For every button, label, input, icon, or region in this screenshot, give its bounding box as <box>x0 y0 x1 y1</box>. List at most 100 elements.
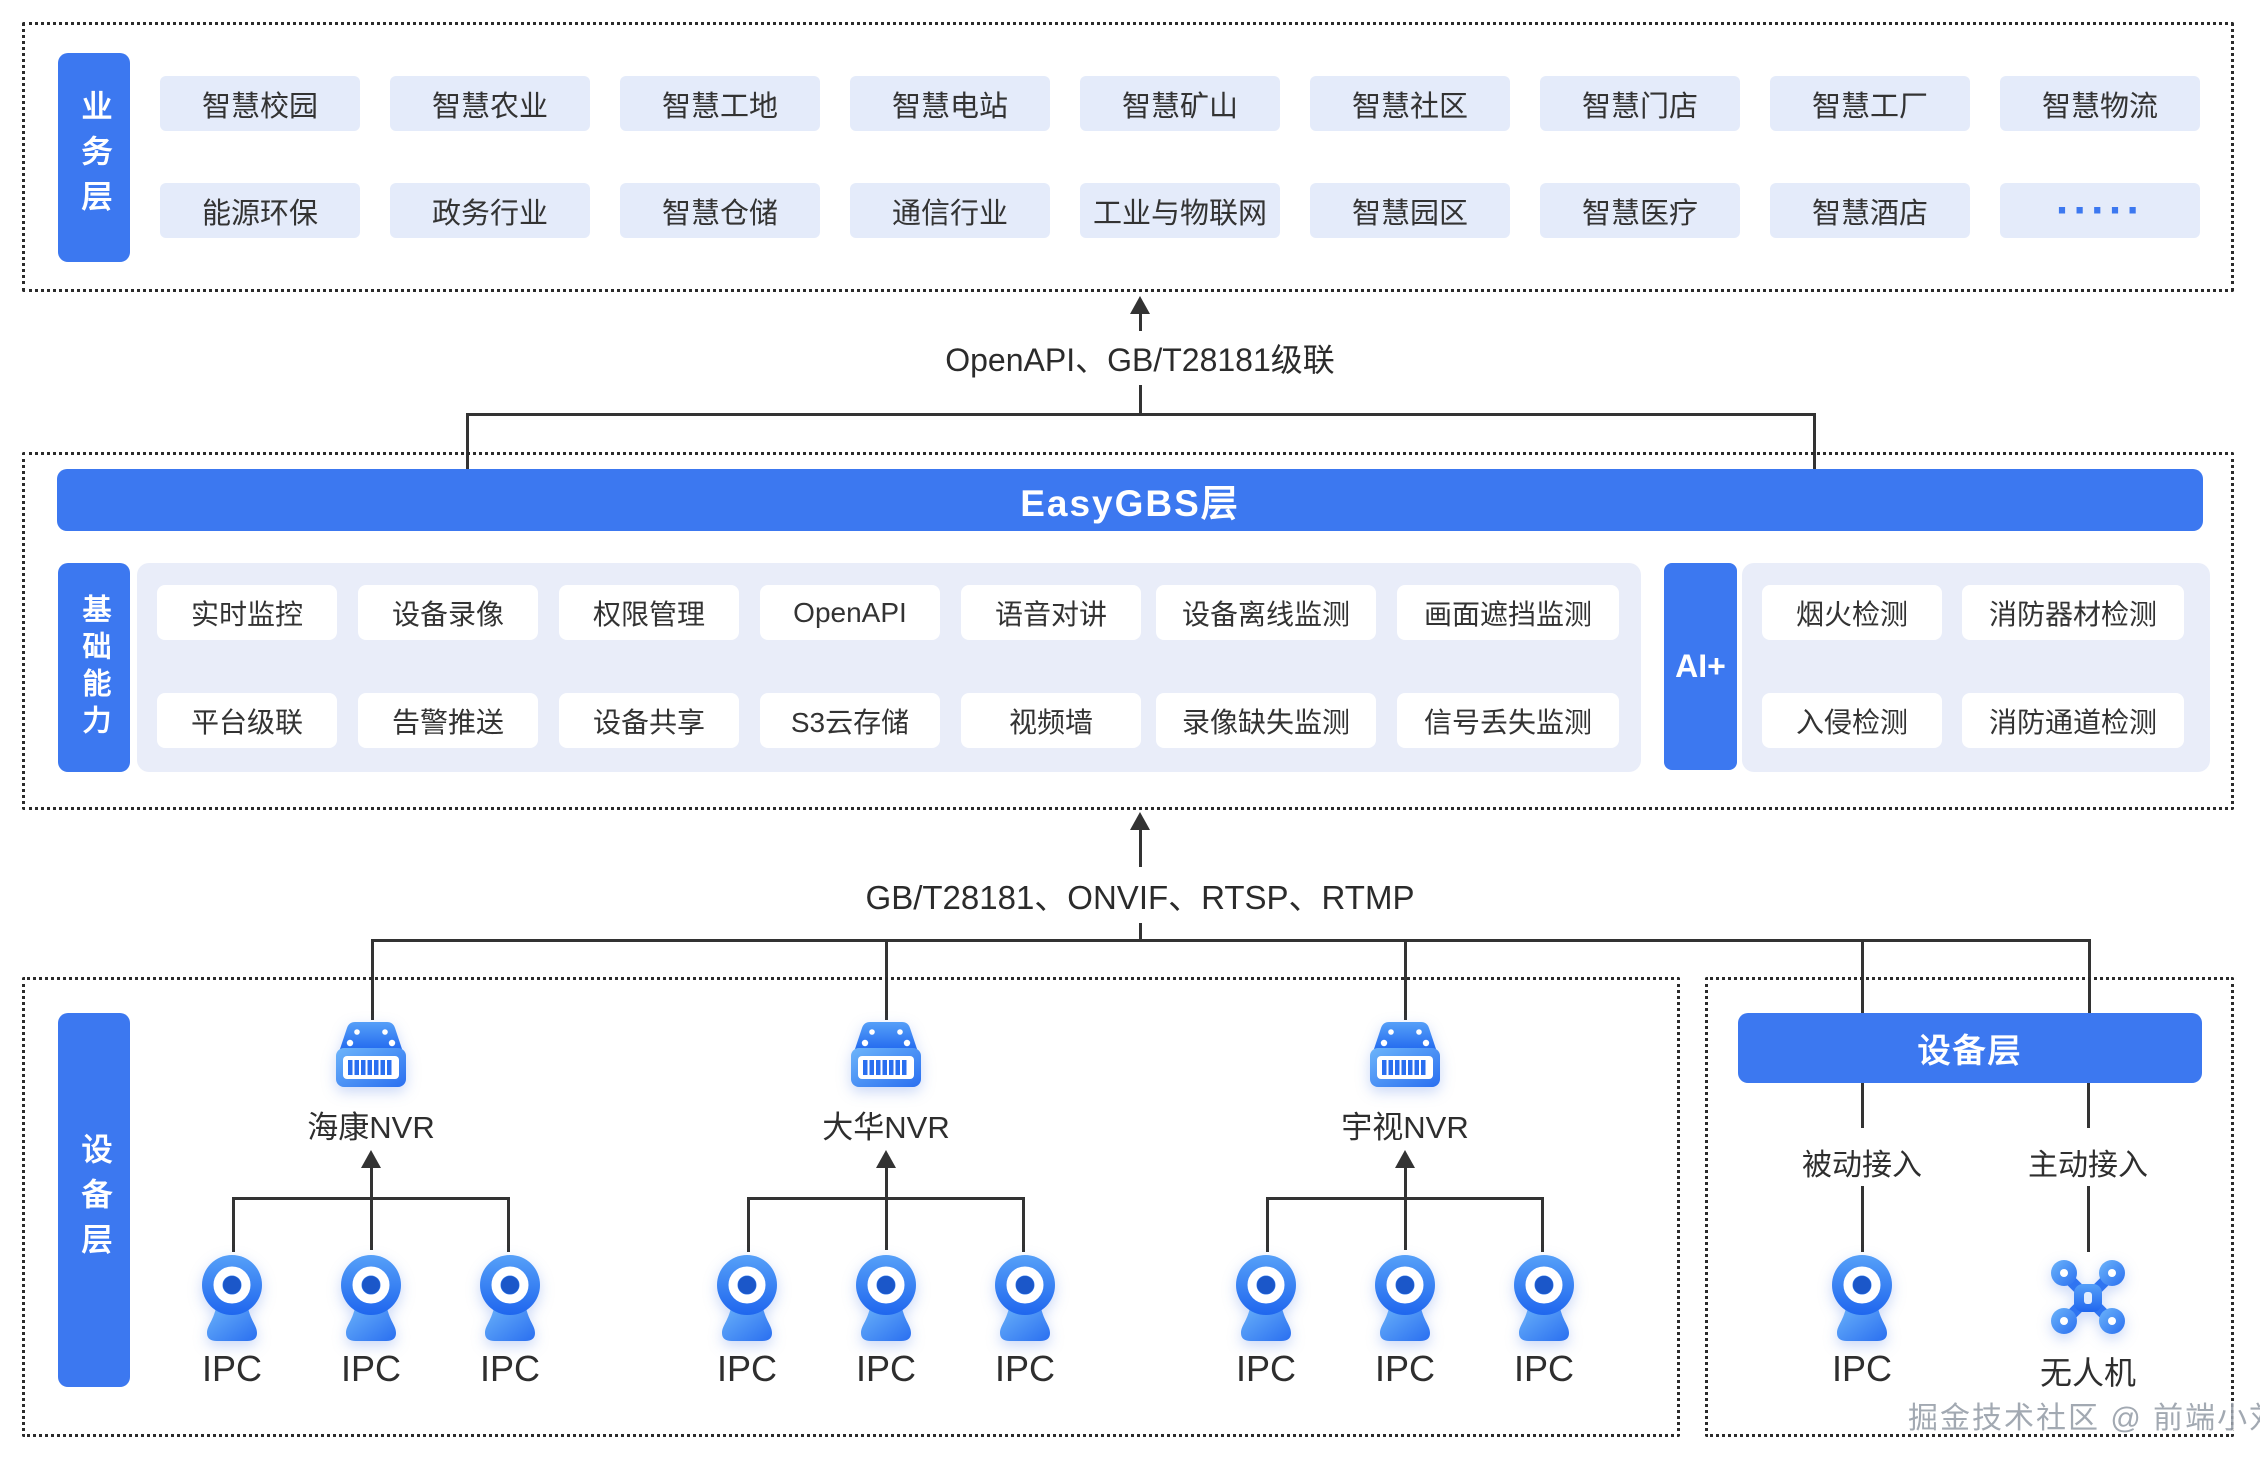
ai-capability-chip: 消防通道检测 <box>1962 693 2184 748</box>
protocol-label-top: OpenAPI、GB/T28181级联 <box>927 331 1353 385</box>
business-chip: 工业与物联网 <box>1080 183 1280 238</box>
connector-line <box>507 1197 510 1252</box>
business-chip: 智慧工地 <box>620 76 820 131</box>
ai-capability-chip: 消防器材检测 <box>1962 585 2184 640</box>
capability-chip: 画面遮挡监测 <box>1397 585 1619 640</box>
business-chip: 智慧农业 <box>390 76 590 131</box>
business-chip: 智慧酒店 <box>1770 183 1970 238</box>
protocol-label-bottom: GB/T28181、ONVIF、RTSP、RTMP <box>847 867 1433 923</box>
capability-chip: 告警推送 <box>358 693 538 748</box>
connector-line <box>1861 1186 1864 1252</box>
connector-line <box>466 413 469 469</box>
connector-bracket <box>1266 1197 1544 1200</box>
business-chip-more: ····· <box>2000 183 2200 238</box>
connector-line <box>2088 939 2091 1013</box>
ipc-label: IPC <box>201 1348 262 1389</box>
passive-access-label: 被动接入 <box>1802 1149 1922 1182</box>
nvr-icon <box>329 1020 413 1092</box>
business-chip: 智慧园区 <box>1310 183 1510 238</box>
ipc-camera-icon <box>1821 1253 1903 1343</box>
connector-line <box>1861 1083 1864 1128</box>
connector-line <box>1022 1197 1025 1252</box>
connector-bracket <box>232 1197 510 1200</box>
ipc-label: IPC <box>716 1348 777 1389</box>
ipc-label: IPC <box>1235 1348 1296 1389</box>
ai-capability-chip: 入侵检测 <box>1762 693 1942 748</box>
connector-line <box>1541 1197 1544 1252</box>
device-layer-box <box>22 977 1680 1437</box>
business-chip: 智慧社区 <box>1310 76 1510 131</box>
nvr-icon <box>844 1020 928 1092</box>
device-access-box <box>1705 977 2234 1437</box>
connector-line <box>1813 413 1816 469</box>
base-capability-label: 基础能力 <box>58 563 130 772</box>
capability-chip: OpenAPI <box>760 585 940 640</box>
business-chip: 智慧门店 <box>1540 76 1740 131</box>
drone-icon <box>2048 1258 2128 1338</box>
ipc-camera-icon <box>984 1253 1066 1343</box>
arrow-up-icon <box>1395 1150 1415 1168</box>
ipc-label: IPC <box>479 1348 540 1389</box>
ipc-camera-icon <box>1503 1253 1585 1343</box>
business-chip: 智慧仓储 <box>620 183 820 238</box>
nvr-name: 大华NVR <box>822 1110 950 1145</box>
capability-chip: 设备离线监测 <box>1156 585 1376 640</box>
nvr-icon <box>1363 1020 1447 1092</box>
capability-chip: 权限管理 <box>559 585 739 640</box>
active-access-label: 主动接入 <box>2028 1149 2148 1182</box>
ipc-label: IPC <box>1831 1348 1892 1389</box>
business-chip: 智慧物流 <box>2000 76 2200 131</box>
capability-chip: S3云存储 <box>760 693 940 748</box>
business-layer-box <box>22 22 2234 292</box>
ipc-camera-icon <box>191 1253 273 1343</box>
ai-plus-label: AI+ <box>1664 563 1737 770</box>
nvr-name: 宇视NVR <box>1341 1110 1469 1145</box>
capability-chip: 实时监控 <box>157 585 337 640</box>
connector-line <box>1404 1166 1407 1250</box>
ipc-label: IPC <box>1374 1348 1435 1389</box>
connector-bracket <box>466 413 1816 416</box>
capability-chip: 视频墙 <box>961 693 1141 748</box>
watermark: 掘金技术社区 @ 前端小刘哥 <box>1908 1402 2260 1435</box>
connector-line <box>1861 939 1864 1013</box>
business-row-2: 能源环保 政务行业 智慧仓储 通信行业 工业与物联网 智慧园区 智慧医疗 智慧酒… <box>160 183 2200 238</box>
ipc-camera-icon <box>1364 1253 1446 1343</box>
business-chip: 智慧矿山 <box>1080 76 1280 131</box>
ai-capability-chip: 烟火检测 <box>1762 585 1942 640</box>
capability-chip: 信号丢失监测 <box>1397 693 1619 748</box>
business-chip: 智慧电站 <box>850 76 1050 131</box>
ipc-camera-icon <box>845 1253 927 1343</box>
business-chip: 智慧医疗 <box>1540 183 1740 238</box>
business-chip: 智慧校园 <box>160 76 360 131</box>
business-row-1: 智慧校园 智慧农业 智慧工地 智慧电站 智慧矿山 智慧社区 智慧门店 智慧工厂 … <box>160 76 2200 131</box>
business-chip: 通信行业 <box>850 183 1050 238</box>
connector-bracket <box>371 939 2091 942</box>
ipc-camera-icon <box>1225 1253 1307 1343</box>
capability-chip: 设备录像 <box>358 585 538 640</box>
business-layer-label: 业务层 <box>58 53 130 262</box>
connector-line <box>2087 1083 2090 1128</box>
arrow-up-icon <box>1130 812 1150 830</box>
arrow-up-icon <box>876 1150 896 1168</box>
ipc-label: IPC <box>1513 1348 1574 1389</box>
arrow-up-icon <box>1130 296 1150 314</box>
business-chip: 能源环保 <box>160 183 360 238</box>
ipc-camera-icon <box>706 1253 788 1343</box>
connector-line <box>885 1166 888 1250</box>
capability-chip: 平台级联 <box>157 693 337 748</box>
ipc-camera-icon <box>469 1253 551 1343</box>
connector-bracket <box>747 1197 1025 1200</box>
drone-label: 无人机 <box>2039 1355 2136 1391</box>
capability-chip: 语音对讲 <box>961 585 1141 640</box>
platform-layer-box <box>22 452 2234 810</box>
nvr-name: 海康NVR <box>307 1110 435 1145</box>
business-chip: 智慧工厂 <box>1770 76 1970 131</box>
ipc-label: IPC <box>994 1348 1055 1389</box>
easygbs-banner: EasyGBS层 <box>57 469 2203 531</box>
ipc-camera-icon <box>330 1253 412 1343</box>
connector-line <box>232 1197 235 1252</box>
connector-line <box>1266 1197 1269 1252</box>
ipc-label: IPC <box>340 1348 401 1389</box>
connector-line <box>2087 1186 2090 1252</box>
